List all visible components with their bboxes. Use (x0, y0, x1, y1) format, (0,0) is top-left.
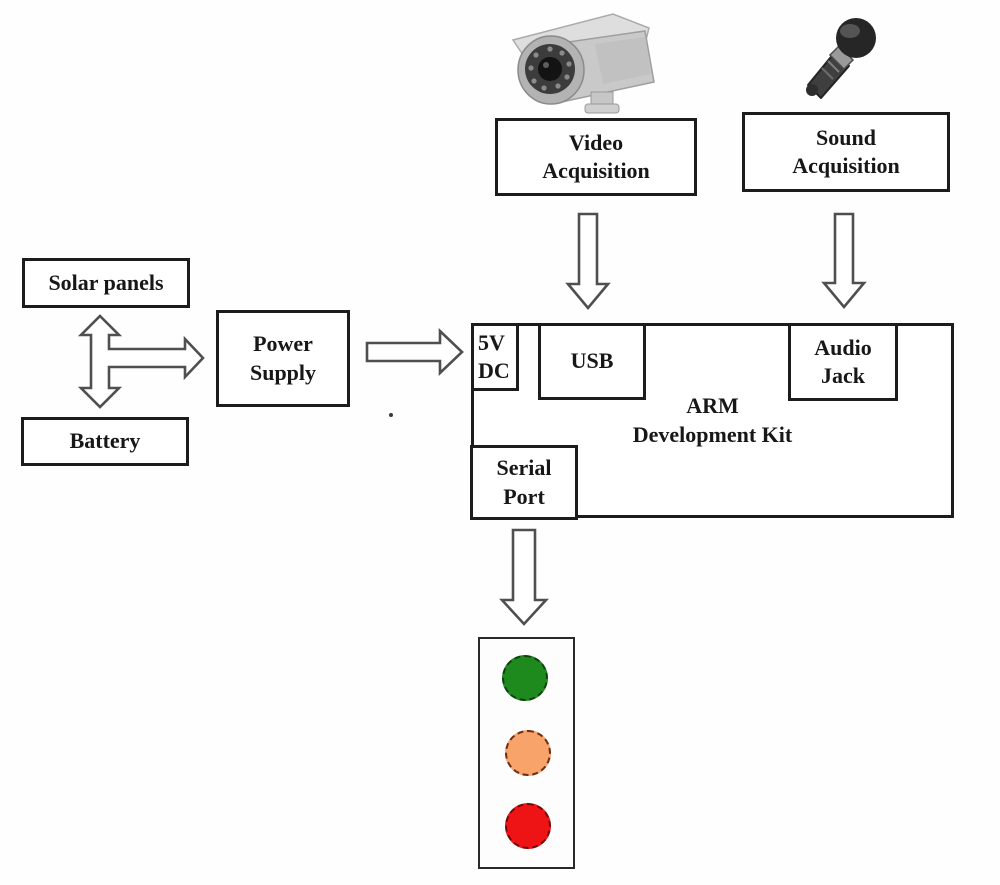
sound-acquisition-box: Sound Acquisition (742, 112, 950, 192)
sound-acquisition-label-line1: Sound (816, 124, 876, 150)
solar-battery-power-arrow (77, 314, 205, 409)
sound-acquisition-label-line2: Acquisition (792, 153, 900, 178)
microphone-icon (806, 18, 876, 99)
power-supply-label-line1: Power (253, 331, 313, 357)
serial-to-trafficlight-arrow (499, 528, 549, 626)
serial-port-box: Serial Port (470, 445, 578, 520)
traffic-light-box (478, 637, 575, 869)
power-supply-box: Power Supply (216, 310, 350, 407)
video-to-usb-arrow (565, 212, 611, 311)
power-to-arm-arrow (365, 327, 464, 377)
serial-port-label-line1: Serial (496, 455, 552, 481)
traffic-light-red (505, 803, 551, 849)
dc-5v-port-box: 5V DC (471, 323, 519, 391)
arm-kit-label-line1: ARM (686, 393, 739, 419)
solar-panels-label: Solar panels (48, 269, 164, 295)
dc-5v-label-line1: 5V (478, 329, 505, 355)
video-acquisition-box: Video Acquisition (495, 118, 697, 196)
video-acquisition-label-line2: Acquisition (542, 158, 650, 183)
power-supply-label-line2: Supply (249, 359, 317, 385)
battery-box: Battery (21, 417, 189, 466)
traffic-light-amber (505, 730, 551, 776)
usb-port-box: USB (538, 323, 646, 400)
battery-label: Battery (69, 428, 141, 454)
arm-kit-label-line2: Development Kit (632, 421, 793, 447)
audio-jack-label-line1: Audio (814, 334, 872, 360)
serial-port-label-line2: Port (503, 483, 545, 509)
solar-panels-box: Solar panels (22, 258, 190, 308)
traffic-light-green (502, 655, 548, 701)
usb-label: USB (570, 348, 614, 374)
audio-jack-port-box: Audio Jack (788, 323, 898, 401)
stray-dot (389, 413, 393, 417)
sound-to-audiojack-arrow (821, 212, 867, 310)
audio-jack-label-line2: Jack (821, 363, 865, 388)
cctv-camera-icon (511, 13, 655, 114)
dc-5v-label-line2: DC (478, 358, 510, 383)
video-acquisition-label-line1: Video (568, 129, 624, 155)
